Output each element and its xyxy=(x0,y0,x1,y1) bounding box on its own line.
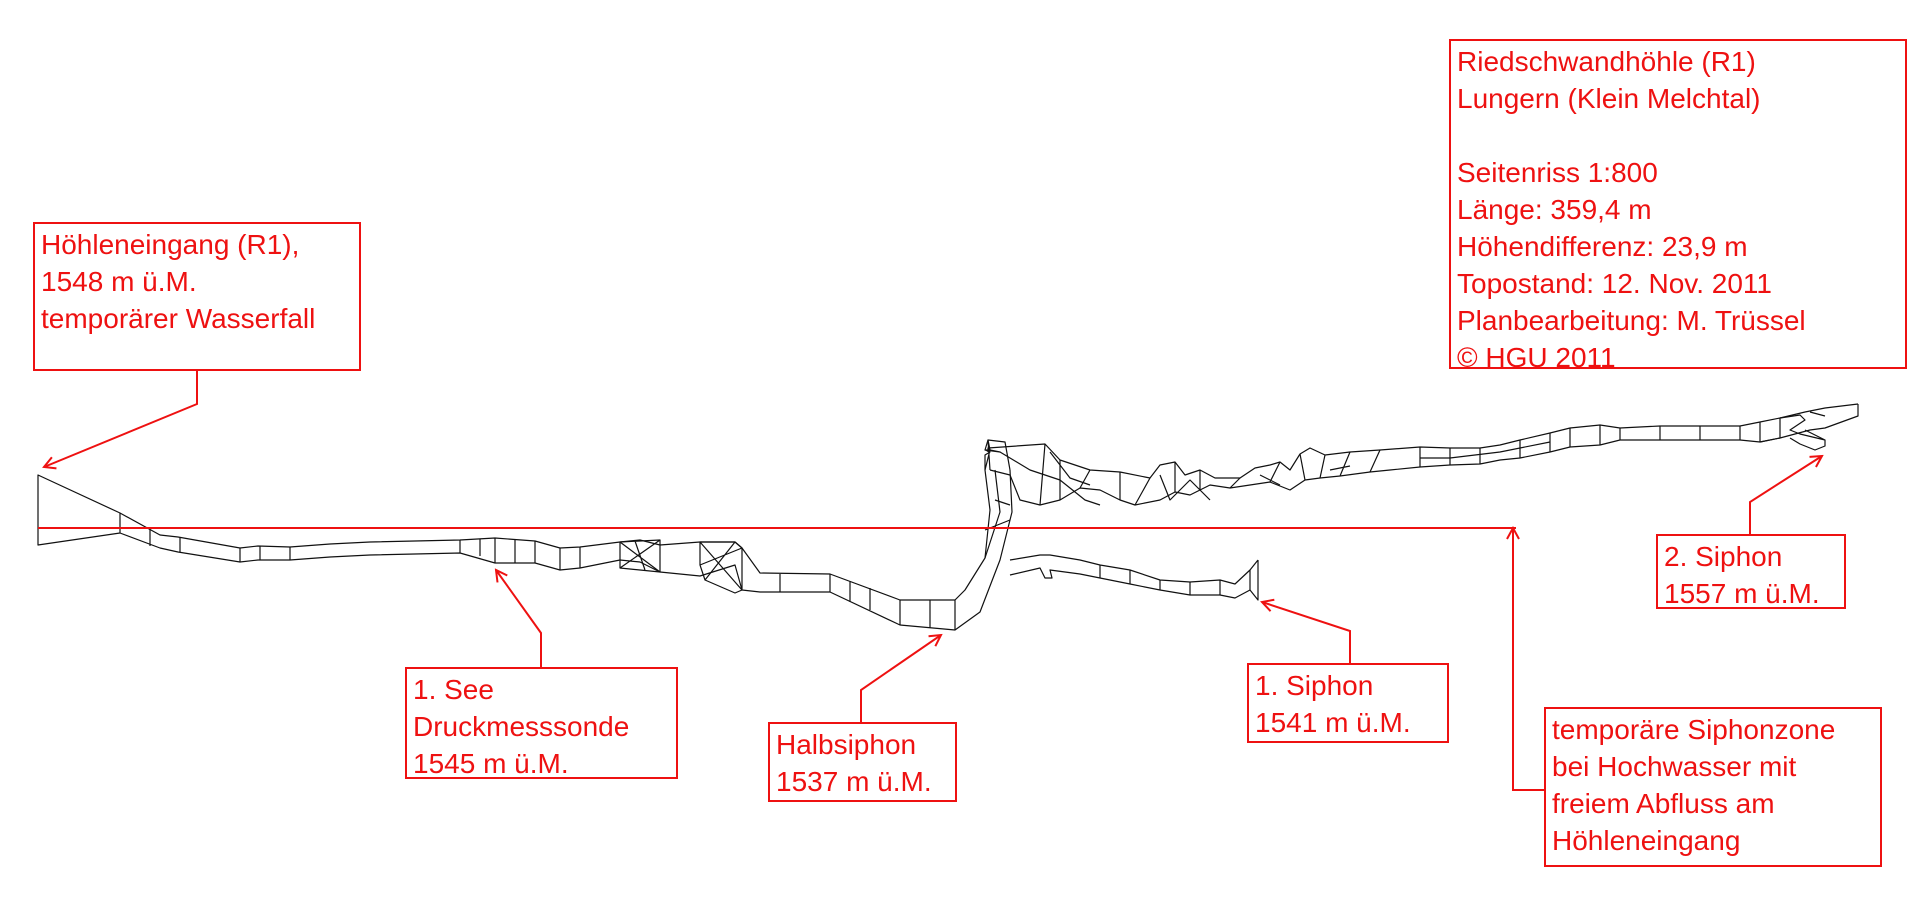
siphon2-label-line: 1557 m ü.M. xyxy=(1664,578,1820,609)
siphon2-label-line: 2. Siphon xyxy=(1664,541,1783,572)
chamber-2 xyxy=(699,541,743,594)
halbsiphon-label-line: Halbsiphon xyxy=(776,729,917,760)
passage-upper-wall xyxy=(119,469,1001,601)
siphon2-leader xyxy=(1749,456,1822,534)
siphon2-label: 2. Siphon 1557 m ü.M. xyxy=(1656,534,1846,609)
lake-label-line: 1545 m ü.M. xyxy=(413,748,569,779)
lake-label: 1. See Druckmesssonde 1545 m ü.M. xyxy=(405,667,678,779)
upper-passage-sections xyxy=(1039,418,1781,506)
siphon1-label-line: 1. Siphon xyxy=(1255,670,1374,701)
siphonzone-leader xyxy=(1513,528,1544,791)
lake-label-line: Druckmesssonde xyxy=(413,711,630,742)
halbsiphon-leader xyxy=(860,635,941,722)
siphon1-sections xyxy=(1099,565,1251,595)
length-line: Länge: 359,4 m xyxy=(1457,194,1652,225)
upper-passage-detail xyxy=(999,441,1551,506)
entrance-passage xyxy=(37,474,121,546)
height-difference-line: Höhendifferenz: 23,9 m xyxy=(1457,231,1748,262)
siphon1-leader xyxy=(1262,602,1351,663)
title-line: Riedschwandhöhle (R1) xyxy=(1457,46,1756,77)
entrance-leader xyxy=(44,371,198,467)
siphon1-label: 1. Siphon 1541 m ü.M. xyxy=(1247,663,1449,743)
halbsiphon-label: Halbsiphon 1537 m ü.M. xyxy=(768,722,957,802)
entrance-label-line: temporärer Wasserfall xyxy=(41,303,316,334)
chamber-1 xyxy=(619,539,661,573)
siphonzone-label-line: temporäre Siphonzone xyxy=(1552,714,1836,745)
siphonzone-label-line: Höhleneingang xyxy=(1552,825,1741,856)
cave-survey-profile xyxy=(37,403,1859,631)
scale-line: Seitenriss 1:800 xyxy=(1457,157,1658,188)
passage-lower-wall xyxy=(119,469,1013,631)
siphonzone-label: temporäre Siphonzone bei Hochwasser mit … xyxy=(1544,707,1882,867)
entrance-label: Höhleneingang (R1), 1548 m ü.M. temporär… xyxy=(33,222,361,371)
lake-label-line: 1. See xyxy=(413,674,494,705)
title-block: Riedschwandhöhle (R1) Lungern (Klein Mel… xyxy=(1449,39,1907,373)
halbsiphon-label-line: 1537 m ü.M. xyxy=(776,766,932,797)
copyright-line: © HGU 2011 xyxy=(1457,342,1616,373)
siphon1-passage xyxy=(1009,554,1259,601)
siphon2-branch xyxy=(1759,411,1826,451)
siphon1-label-line: 1541 m ü.M. xyxy=(1255,707,1411,738)
entrance-label-line: Höhleneingang (R1), xyxy=(41,229,300,260)
vertical-shaft xyxy=(984,439,1011,559)
siphonzone-label-line: bei Hochwasser mit xyxy=(1552,751,1797,782)
author-line: Planbearbeitung: M. Trüssel xyxy=(1457,305,1806,336)
entrance-label-line: 1548 m ü.M. xyxy=(41,266,197,297)
leader-lines xyxy=(44,371,1822,791)
siphonzone-label-line: freiem Abfluss am xyxy=(1552,788,1775,819)
lake-leader xyxy=(496,570,542,667)
survey-date-line: Topostand: 12. Nov. 2011 xyxy=(1457,268,1772,299)
location-line: Lungern (Klein Melchtal) xyxy=(1457,83,1761,114)
passage-cross-sections xyxy=(149,528,956,630)
